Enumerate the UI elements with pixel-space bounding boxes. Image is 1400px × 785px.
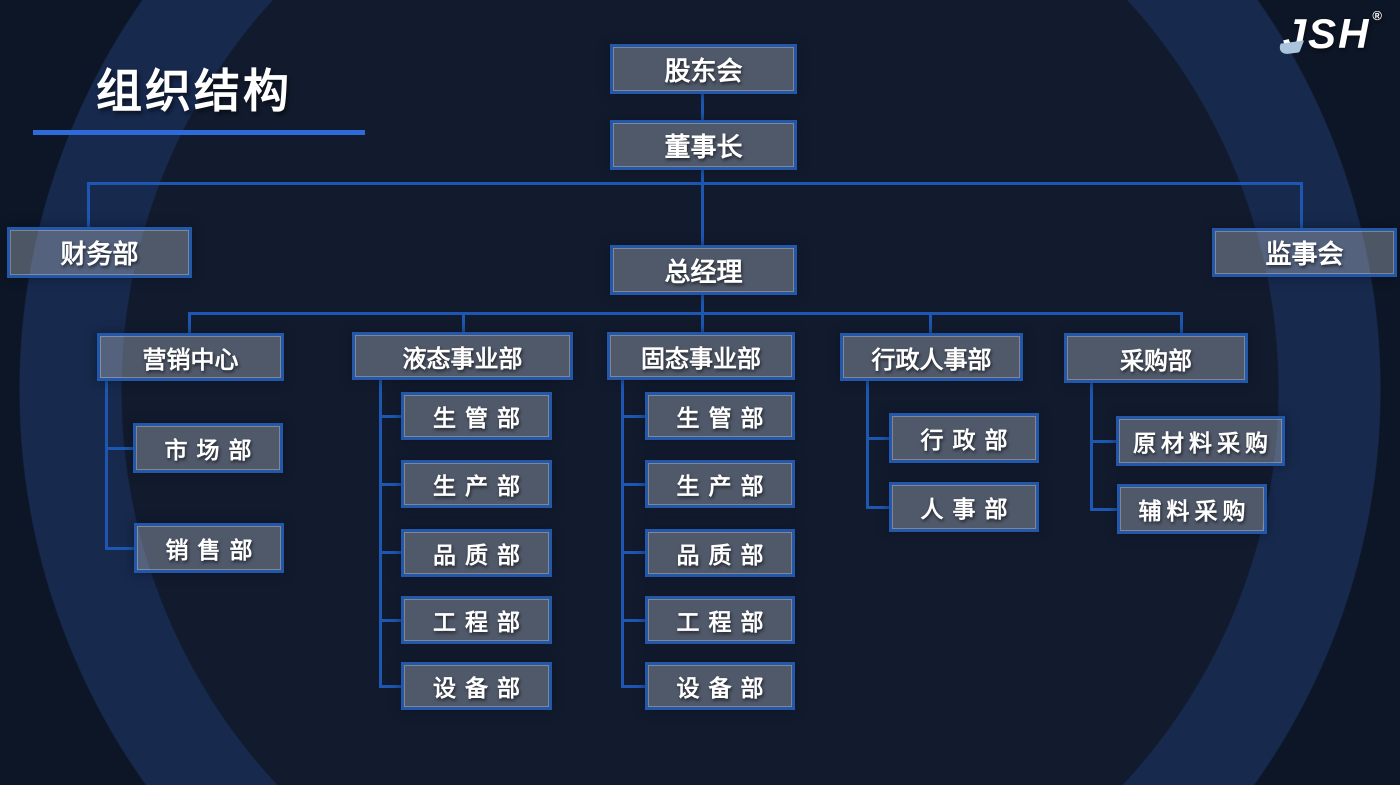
connector-line bbox=[87, 182, 90, 228]
connector-line bbox=[621, 551, 645, 554]
connector-line bbox=[621, 415, 645, 418]
connector-line bbox=[701, 295, 704, 314]
connector-line bbox=[701, 94, 704, 122]
org-node-liquid-production-dept: 生产部 bbox=[401, 460, 552, 508]
connector-line bbox=[866, 381, 869, 509]
connector-line bbox=[621, 619, 645, 622]
page-title: 组织结构 bbox=[96, 65, 292, 117]
org-node-liquid-engineering-dept: 工程部 bbox=[401, 596, 552, 644]
connector-line bbox=[1090, 440, 1116, 443]
org-node-solid-prod-mgmt-dept: 生管部 bbox=[645, 392, 795, 440]
registered-mark: ® bbox=[1372, 8, 1384, 23]
connector-line bbox=[105, 447, 133, 450]
org-node-general-manager: 总经理 bbox=[610, 245, 797, 295]
connector-line bbox=[379, 483, 401, 486]
connector-line bbox=[105, 381, 108, 549]
org-node-solid-production-dept: 生产部 bbox=[645, 460, 795, 508]
org-node-solid-equipment-dept: 设备部 bbox=[645, 662, 795, 710]
connector-line bbox=[1180, 312, 1183, 334]
org-node-chairman: 董事长 bbox=[610, 120, 797, 170]
connector-line bbox=[1090, 508, 1117, 511]
connector-line bbox=[379, 415, 401, 418]
org-node-market-dept: 市场部 bbox=[133, 423, 283, 473]
org-node-liquid-division: 液态事业部 bbox=[352, 332, 573, 380]
connector-line bbox=[866, 437, 889, 440]
org-node-sales-dept: 销售部 bbox=[134, 523, 284, 573]
connector-line bbox=[189, 312, 1183, 315]
connector-line bbox=[379, 685, 401, 688]
connector-line bbox=[1300, 182, 1303, 229]
connector-line bbox=[105, 547, 134, 550]
org-node-admin-hr: 行政人事部 bbox=[840, 333, 1023, 381]
org-node-liquid-quality-dept: 品质部 bbox=[401, 529, 552, 577]
org-node-shareholders: 股东会 bbox=[610, 44, 797, 94]
org-node-liquid-prod-mgmt-dept: 生管部 bbox=[401, 392, 552, 440]
org-node-auxiliary-purchasing: 辅料采购 bbox=[1117, 484, 1267, 534]
connector-line bbox=[462, 312, 465, 333]
connector-line bbox=[379, 619, 401, 622]
connector-line bbox=[88, 182, 1303, 185]
connector-line bbox=[929, 312, 932, 334]
connector-line bbox=[701, 170, 704, 247]
org-node-marketing-center: 营销中心 bbox=[97, 333, 284, 381]
connector-line bbox=[1090, 383, 1093, 510]
org-node-admin-dept: 行政部 bbox=[889, 413, 1039, 463]
connector-line bbox=[621, 685, 645, 688]
title-underline bbox=[33, 130, 365, 135]
org-node-supervisory: 监事会 bbox=[1212, 228, 1397, 277]
connector-line bbox=[188, 312, 191, 334]
connector-line bbox=[379, 380, 382, 687]
connector-line bbox=[866, 506, 889, 509]
org-node-solid-division: 固态事业部 bbox=[607, 332, 795, 380]
org-node-finance: 财务部 bbox=[7, 227, 192, 278]
connector-line bbox=[701, 312, 704, 333]
brand-logo: JSH® bbox=[1275, 8, 1384, 62]
org-node-purchasing: 采购部 bbox=[1064, 333, 1248, 383]
org-node-hr-dept: 人事部 bbox=[889, 482, 1039, 532]
org-node-raw-material-purchasing: 原材料采购 bbox=[1116, 416, 1285, 466]
connector-line bbox=[621, 483, 645, 486]
org-node-liquid-equipment-dept: 设备部 bbox=[401, 662, 552, 710]
org-node-solid-quality-dept: 品质部 bbox=[645, 529, 795, 577]
connector-line bbox=[621, 380, 624, 687]
connector-line bbox=[379, 551, 401, 554]
org-node-solid-engineering-dept: 工程部 bbox=[645, 596, 795, 644]
